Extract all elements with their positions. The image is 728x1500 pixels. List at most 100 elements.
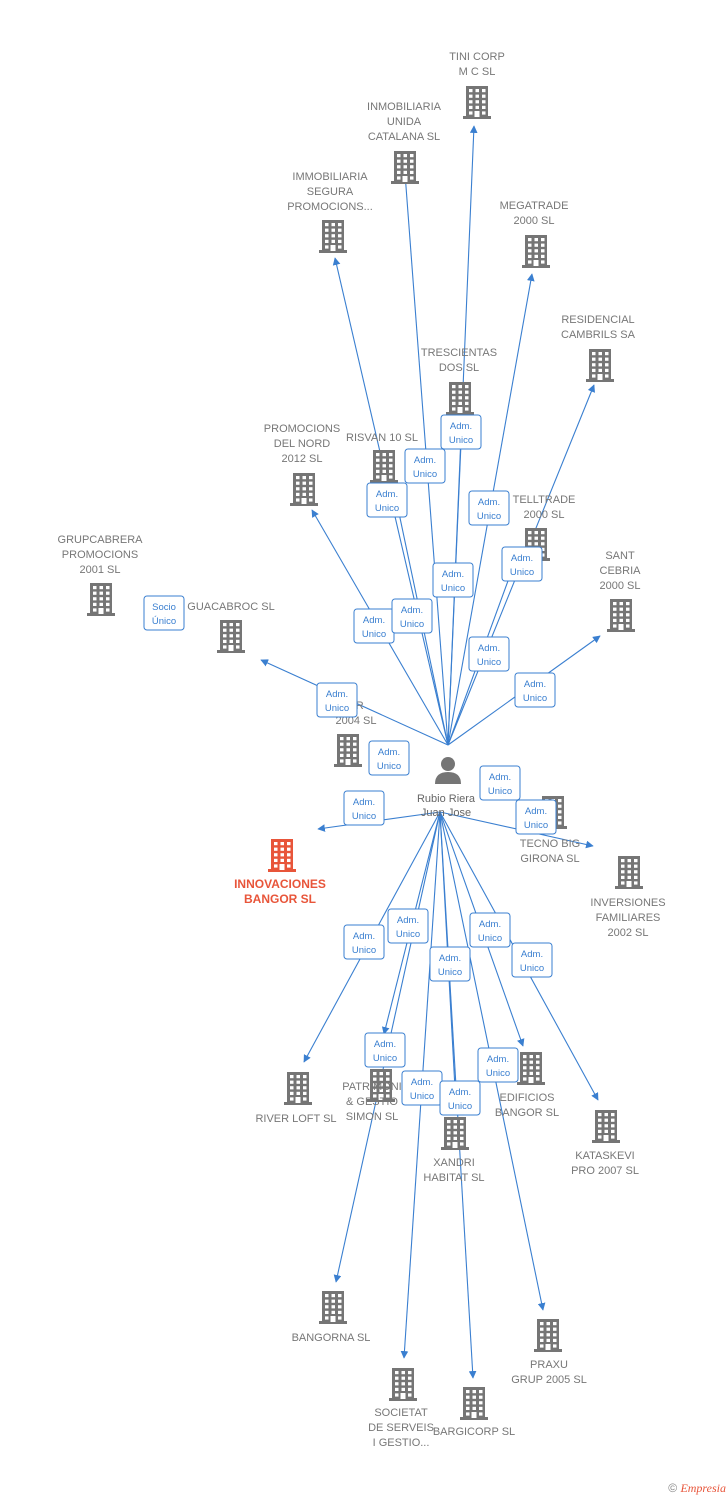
role-badge-bangorna[interactable]: Adm.Unico [364,1032,406,1068]
company-label-line: SANT [605,550,635,562]
company-label-line: DOS SL [439,362,479,374]
company-label-river-loft[interactable]: RIVER LOFT SL [255,1113,336,1125]
role-line: Único [152,616,176,627]
role-line: Unico [325,703,349,714]
role-badge-inmobiliaria-unida[interactable]: Adm.Unico [404,448,446,484]
role-badge-er-2004[interactable]: Adm.Unico [368,740,410,776]
role-line: Adm. [489,772,511,783]
company-label-line: IMMOBILIARIA [292,171,368,183]
role-badge-guacabroc[interactable]: Adm.Unico [316,682,358,718]
company-label-line: & GESTIO [346,1096,398,1108]
role-badge-immobiliaria-segura[interactable]: Adm.Unico [366,482,408,518]
company-label-line: M C SL [459,66,496,78]
company-label-guacabroc[interactable]: GUACABROC SL [187,601,274,613]
company-label-line: RESIDENCIAL [561,314,634,326]
role-line: Adm. [525,806,547,817]
role-text: Adm.Unico [362,615,386,640]
role-text: Adm.Unico [477,643,501,668]
company-label-line: GUACABROC SL [187,601,274,613]
role-line: Unico [375,503,399,514]
role-badge-praxu[interactable]: Adm.Unico [477,1047,519,1083]
edges-layer [260,125,601,1379]
role-badge-tini[interactable]: Adm.Unico [440,414,482,450]
roles-layer: Adm.UnicoAdm.UnicoAdm.UnicoAdm.UnicoAdm.… [143,414,557,1116]
role-badge-risvan[interactable]: Adm.Unico [391,598,433,634]
role-badge-inversiones[interactable]: Adm.Unico [479,765,521,801]
role-badge-kataskevi[interactable]: Adm.Unico [511,942,553,978]
role-badge-telltrade[interactable]: Adm.Unico [468,636,510,672]
footer-brand[interactable]: © Empresia [668,1481,726,1496]
company-label-residencial[interactable]: RESIDENCIAL CAMBRILS SA [561,314,636,341]
role-text: Adm.Unico [410,1077,434,1102]
role-badge-societat[interactable]: Adm.Unico [401,1070,443,1106]
role-line: Unico [523,693,547,704]
role-badge-tecno-big[interactable]: Adm.Unico [515,799,557,835]
company-label-line: I GESTIO... [373,1437,430,1449]
company-label-line: PROMOCIONS... [287,201,373,213]
company-label-bargicorp[interactable]: BARGICORP SL [433,1426,515,1438]
role-text: Adm.Unico [488,772,512,797]
company-label-risvan[interactable]: RISVAN 10 SL [346,432,418,444]
company-label-line: DEL NORD [274,438,330,450]
role-text: Adm.Unico [449,421,473,446]
role-text: Adm.Unico [325,689,349,714]
role-line: Unico [438,967,462,978]
role-line: Unico [441,583,465,594]
company-label-line: INVERSIONES [590,897,665,909]
role-line: Adm. [353,797,375,808]
role-badge-river-loft[interactable]: Adm.Unico [343,924,385,960]
company-label-line: RISVAN 10 SL [346,432,418,444]
building-icon-xandri [441,1117,469,1150]
building-icon-inversiones [615,856,643,889]
company-label-line: CAMBRILS SA [561,329,636,341]
role-badge-xandri[interactable]: Adm.Unico [429,946,471,982]
copyright-symbol: © [668,1481,678,1495]
role-line: Adm. [378,747,400,758]
role-line: Unico [362,629,386,640]
company-label-edificios[interactable]: EDIFICIOS BANGOR SL [495,1092,559,1119]
company-label-line: SIMON SL [346,1111,399,1123]
role-badge-megatrade[interactable]: Adm.Unico [468,490,510,526]
company-label-line: BANGOR SL [495,1107,559,1119]
role-badge-edificios[interactable]: Adm.Unico [469,912,511,948]
role-line: Unico [520,963,544,974]
building-icon-praxu [534,1319,562,1352]
building-icon-grupcabrera [87,583,115,616]
company-label-bangorna[interactable]: BANGORNA SL [292,1332,371,1344]
building-icon-immobiliaria-segura [319,220,347,253]
company-label-line: EDIFICIOS [499,1092,554,1104]
role-badge-bargicorp[interactable]: Adm.Unico [439,1080,481,1116]
role-badge-promocions-nord[interactable]: Adm.Unico [353,608,395,644]
role-badge-innovaciones[interactable]: Adm.Unico [343,790,385,826]
role-badge-trescientas[interactable]: Adm. Unico [432,562,474,598]
role-badge-sant-cebria[interactable]: Adm.Unico [514,672,556,708]
role-badge-patrimoni[interactable]: Adm.Unico [387,908,429,944]
role-line: Adm. [442,569,464,580]
person-name-line: Rubio Riera [417,793,476,805]
role-text: Adm.Unico [352,797,376,822]
role-badge-residencial[interactable]: Adm.Unico [501,546,543,582]
building-icon-guacabroc [217,620,245,653]
role-line: Unico [400,619,424,630]
